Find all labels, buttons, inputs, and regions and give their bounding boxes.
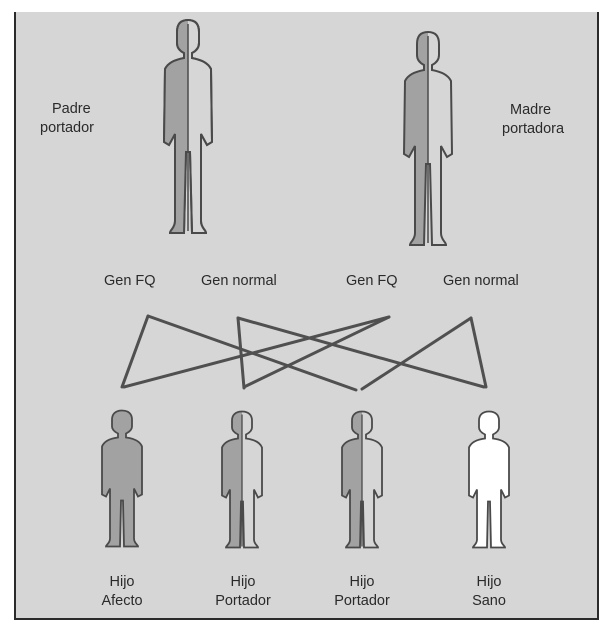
- child-3-label-line2: Portador: [334, 592, 390, 611]
- child-2-label-line1: Hijo: [215, 573, 271, 592]
- child-2-label-line2: Portador: [215, 592, 271, 611]
- child-2-label: Hijo Portador: [215, 573, 271, 611]
- child-1-figure: [102, 411, 142, 547]
- child-1-label: Hijo Afecto: [101, 573, 142, 611]
- mother-label: Madre portadora: [510, 101, 564, 139]
- father-label: Padre portador: [52, 100, 94, 138]
- line-fq-to-child1: [122, 316, 148, 387]
- father-figure: [164, 20, 212, 233]
- line-normal2-to-child4: [471, 318, 486, 387]
- mother-figure: [404, 32, 452, 245]
- gene-label-mother-normal: Gen normal: [443, 272, 519, 291]
- gene-label-father-normal: Gen normal: [201, 272, 277, 291]
- child-4-label-line1: Hijo: [472, 573, 506, 592]
- father-label-line2: portador: [40, 119, 94, 138]
- child-4-label: Hijo Sano: [472, 573, 506, 611]
- child-1-label-line1: Hijo: [101, 573, 142, 592]
- line-normal-to-child4: [238, 318, 484, 387]
- gene-label-mother-fq: Gen FQ: [346, 272, 398, 291]
- child-1-label-line2: Afecto: [101, 592, 142, 611]
- child-2-figure: [222, 412, 262, 548]
- line-fq2-to-child1: [124, 317, 389, 387]
- father-label-line1: Padre: [52, 100, 94, 119]
- mother-label-line2: portadora: [502, 120, 564, 139]
- child-3-label: Hijo Portador: [334, 573, 390, 611]
- line-normal-to-child2: [238, 318, 244, 388]
- inheritance-lines: [122, 316, 486, 390]
- child-4-label-line2: Sano: [472, 592, 506, 611]
- mother-label-line1: Madre: [510, 101, 564, 120]
- gene-label-father-fq: Gen FQ: [104, 272, 156, 291]
- child-3-figure: [342, 412, 382, 548]
- child-4-figure: [469, 412, 509, 548]
- child-3-label-line1: Hijo: [334, 573, 390, 592]
